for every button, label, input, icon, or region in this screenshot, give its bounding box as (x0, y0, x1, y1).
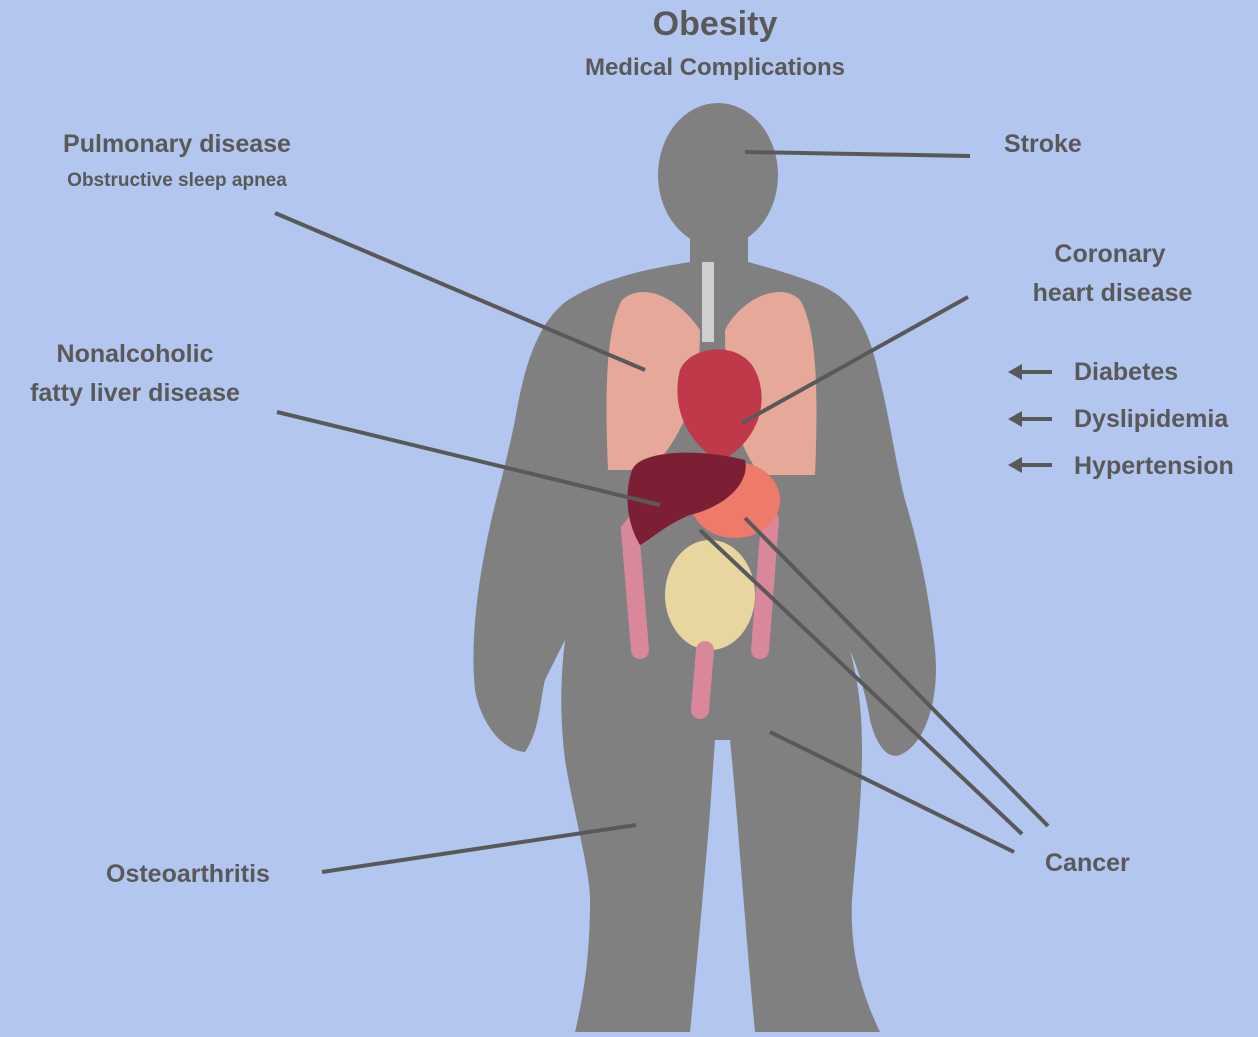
hypertension-label: Hypertension (1074, 450, 1234, 484)
stroke-leader-line (745, 152, 970, 156)
osteoarthritis-label: Osteoarthritis (106, 858, 270, 892)
diabetes-arrow-icon (1008, 364, 1052, 380)
diagram-title: Obesity (615, 2, 815, 48)
diagram-subtitle: Medical Complications (540, 52, 890, 84)
sleep-apnea-label: Obstructive sleep apnea (27, 168, 327, 194)
cancer-label: Cancer (1045, 847, 1130, 881)
diabetes-label: Diabetes (1074, 356, 1178, 390)
dyslipidemia-label: Dyslipidemia (1074, 403, 1228, 437)
stroke-label: Stroke (1004, 128, 1082, 162)
dyslipidemia-arrow-icon (1008, 411, 1052, 427)
trachea-shape (702, 262, 714, 342)
coronary-label-line1: Coronary (1000, 238, 1220, 272)
nafld-label-line2: fatty liver disease (10, 377, 260, 411)
arrows (1008, 364, 1052, 473)
pulmonary-disease-label: Pulmonary disease (27, 128, 327, 162)
coronary-label-line2: heart disease (1000, 277, 1225, 311)
small-intestine-shape (665, 540, 755, 650)
hypertension-arrow-icon (1008, 457, 1052, 473)
nafld-label-line1: Nonalcoholic (10, 338, 260, 372)
head-shape (658, 103, 778, 247)
